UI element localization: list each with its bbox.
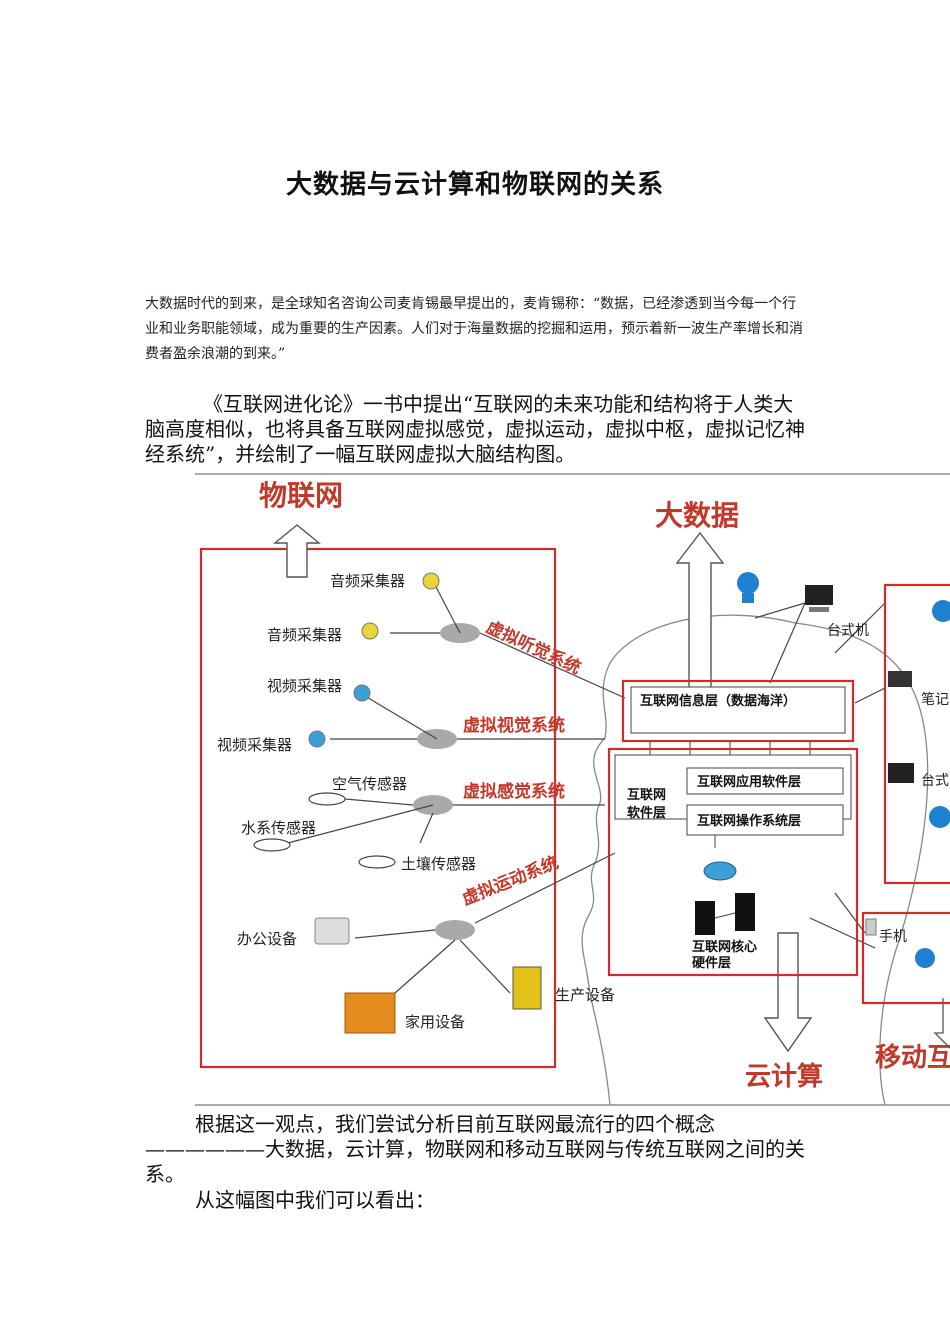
head-outline <box>581 614 929 1106</box>
device-label-video1: 视频采集器 <box>267 677 342 695</box>
device-label-water: 水系传感器 <box>241 819 316 837</box>
book-paragraph: 《互联网进化论》一书中提出“互联网的未来功能和结构将于人类大脑高度相似，也将具备… <box>145 392 805 466</box>
desktop-icon <box>888 763 914 783</box>
app-layer-label: 互联网应用软件层 <box>697 774 801 790</box>
cloud-arrow <box>763 932 813 1053</box>
core-layer-label-2: 硬件层 <box>692 955 731 971</box>
virtual-system-labels: 虚拟听觉系统 虚拟视觉系统 虚拟感觉系统 虚拟运动系统 <box>459 616 584 909</box>
desktop-icon <box>805 585 833 605</box>
software-layer-frame <box>607 747 859 977</box>
core-layer-label-1: 互联网核心 <box>692 939 757 955</box>
bigdata-arrow <box>675 531 725 689</box>
os-layer-label: 互联网操作系统层 <box>697 813 801 829</box>
laptop-icon <box>888 671 912 687</box>
device-label-audio2: 音频采集器 <box>267 626 342 644</box>
audio-device-icon <box>422 572 440 590</box>
document-title: 大数据与云计算和物联网的关系 <box>285 170 664 200</box>
info-layer-frame <box>621 679 855 743</box>
label-desktop2: 台式 <box>921 773 949 789</box>
camera-icon <box>308 730 326 748</box>
info-layer-label: 互联网信息层（数据海洋） <box>640 693 796 709</box>
device-label-audio1: 音频采集器 <box>330 572 405 590</box>
cloud-heading: 云计算 <box>745 1061 823 1092</box>
sensor-shapes <box>253 792 396 869</box>
forklift-icon <box>512 966 542 1010</box>
system-label-sensation: 虚拟感觉系统 <box>463 781 565 802</box>
device-labels: 音频采集器 音频采集器 视频采集器 视频采集器 空气传感器 水系传感器 土壤传感… <box>217 572 615 1031</box>
iot-arrow <box>273 524 321 578</box>
mobile-heading: 移动互 <box>875 1043 950 1073</box>
router-icon <box>703 861 737 881</box>
analysis-paragraph: 根据这一观点，我们尝试分析目前互联网最流行的四个概念——————大数据，云计算，… <box>145 1112 805 1186</box>
home-device-icon <box>344 992 396 1034</box>
intro-paragraph: 大数据时代的到来，是全球知名咨询公司麦肯锡最早提出的，麦肯锡称：“数据，已经渗透… <box>145 296 803 362</box>
audio-device-icon <box>361 622 379 640</box>
bigdata-heading: 大数据 <box>655 499 739 532</box>
software-layer-label-2: 软件层 <box>627 805 666 821</box>
device-label-production: 生产设备 <box>555 986 615 1004</box>
device-label-air: 空气传感器 <box>332 775 407 793</box>
label-notebook: 笔记 <box>921 692 949 708</box>
device-icons <box>308 572 542 1034</box>
system-label-vision: 虚拟视觉系统 <box>463 715 565 736</box>
device-label-home: 家用设备 <box>405 1013 465 1031</box>
connector-lines <box>279 584 886 994</box>
computer-icons <box>805 585 914 936</box>
conclusion-paragraph: 从这幅图中我们可以看出： <box>195 1188 435 1212</box>
right-frame-top <box>883 583 950 885</box>
camera-icon <box>353 684 371 702</box>
system-label-hearing: 虚拟听觉系统 <box>483 616 584 678</box>
user-icons <box>737 572 950 968</box>
label-phone: 手机 <box>879 929 907 945</box>
iot-heading: 物联网 <box>259 479 343 512</box>
right-device-labels: 台式机 笔记 台式 手机 <box>827 623 949 945</box>
iot-frame <box>199 547 557 1069</box>
device-label-soil: 土壤传感器 <box>401 855 476 873</box>
internet-brain-diagram: 物联网 大数据 云计算 移动互 <box>195 473 950 1107</box>
phone-icon <box>865 918 877 936</box>
device-label-office: 办公设备 <box>237 930 297 948</box>
label-desktop: 台式机 <box>827 623 869 639</box>
server-icon <box>735 893 755 931</box>
printer-icon <box>314 917 350 945</box>
software-layer-label-1: 互联网 <box>627 788 666 803</box>
device-label-video2: 视频采集器 <box>217 736 292 754</box>
right-frame-bottom <box>861 911 950 1005</box>
server-icon <box>695 901 715 935</box>
